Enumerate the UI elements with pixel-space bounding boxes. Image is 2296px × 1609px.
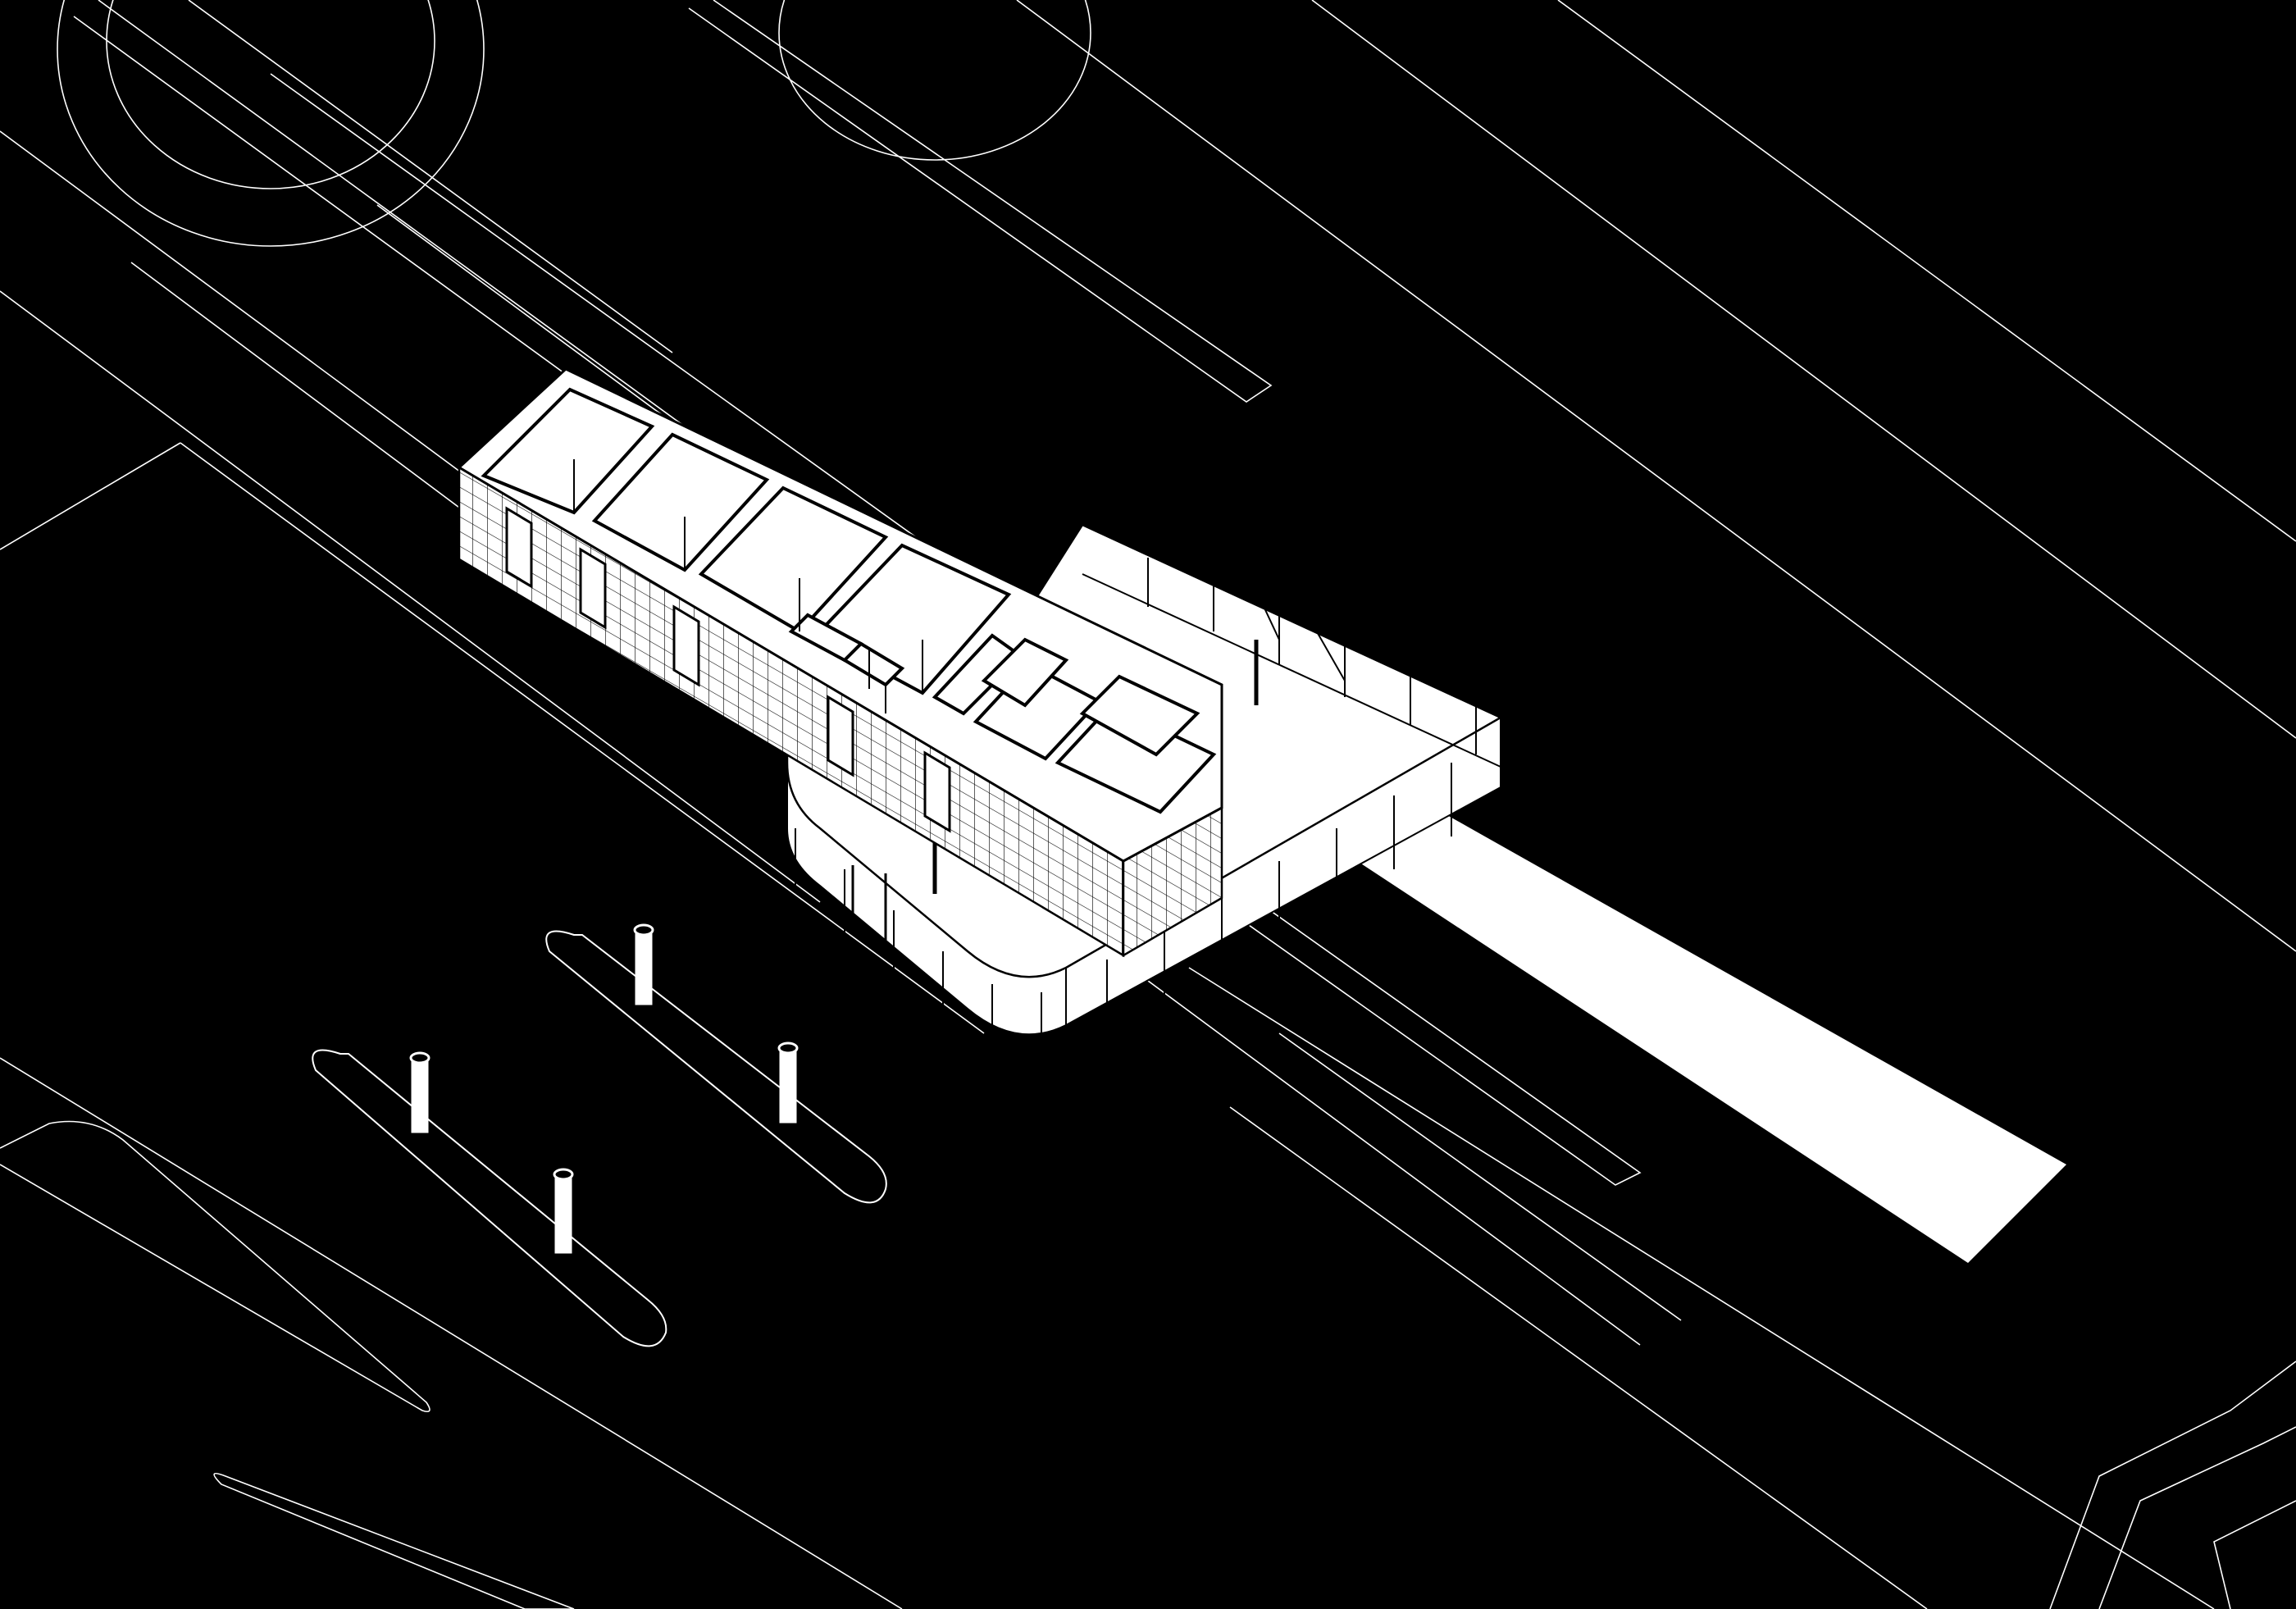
- service-room: [841, 641, 905, 687]
- door: [672, 604, 700, 687]
- road-line: [1639, 1402, 1928, 1609]
- door: [505, 506, 533, 589]
- road-line: [1311, 0, 2296, 739]
- boundary-line: [0, 442, 181, 550]
- circular-planter: [57, 0, 485, 247]
- bollard-islands: [312, 930, 887, 1347]
- curb-line: [2098, 1426, 2296, 1609]
- door: [827, 695, 854, 777]
- traffic-island: [213, 1472, 575, 1609]
- canopy-glazing: [795, 763, 1452, 1050]
- circular-planter: [778, 0, 1091, 161]
- circular-planter: [106, 0, 435, 189]
- traffic-island: [0, 1120, 430, 1413]
- boundary-line: [0, 1057, 903, 1609]
- road-line: [1229, 1106, 1641, 1403]
- room: [698, 485, 889, 634]
- bollards: [409, 923, 799, 1254]
- road-line: [1188, 967, 2215, 1609]
- room-inner-walls: [573, 459, 923, 713]
- room: [481, 387, 655, 515]
- bollard: [777, 1042, 799, 1124]
- service-room: [981, 637, 1069, 708]
- door: [579, 547, 607, 630]
- door: [923, 750, 951, 833]
- road-line: [1016, 0, 2296, 952]
- canopy-front-posts: [851, 865, 887, 955]
- service-room: [1079, 674, 1200, 757]
- room: [1055, 703, 1217, 814]
- road-line: [1278, 1032, 1682, 1321]
- building-doors: [505, 506, 951, 833]
- bollard: [409, 1051, 430, 1133]
- bollard: [633, 923, 654, 1005]
- lane-marking: [1164, 852, 1642, 1186]
- road-line: [0, 290, 821, 903]
- road-line: [1557, 0, 2296, 542]
- curb-line: [2049, 1361, 2296, 1609]
- canopy-back-railing: [1082, 508, 1501, 768]
- building-block: [457, 367, 1223, 958]
- lane-marking: [688, 0, 1273, 403]
- curb-line: [2213, 1500, 2296, 1609]
- entrance-walkway: [1345, 804, 2066, 1263]
- bollard-island: [312, 1049, 667, 1347]
- lane-marking: [188, 0, 673, 353]
- building-rooms: [481, 387, 1217, 814]
- room: [591, 432, 770, 572]
- bollard-island: [545, 930, 887, 1204]
- bollard: [553, 1168, 574, 1254]
- boundary-line: [180, 442, 985, 1034]
